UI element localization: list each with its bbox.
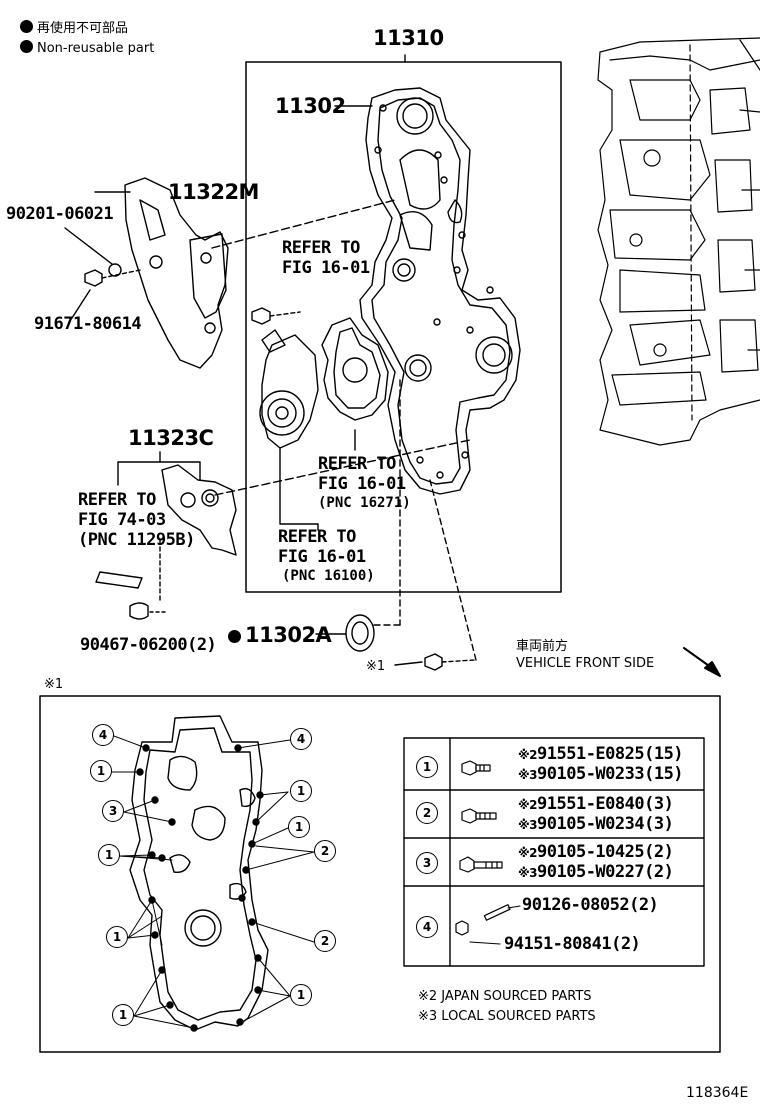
table-num-1: 1 bbox=[416, 756, 438, 778]
front-jp: 車両前方 bbox=[516, 639, 569, 654]
table-num-3: 3 bbox=[416, 852, 438, 874]
callout-1: 1 bbox=[112, 1004, 134, 1026]
callout-1: 1 bbox=[290, 780, 312, 802]
refer-2-a: REFER TO bbox=[318, 454, 396, 474]
table-row-4-line-1: 90126-08052(2) bbox=[522, 895, 659, 915]
vehicle-front-arrow bbox=[683, 647, 721, 677]
timing-cover bbox=[359, 87, 521, 495]
legend-en: Non-reusable part bbox=[20, 40, 154, 55]
bolt-refer-1 bbox=[251, 307, 271, 325]
table-row-3-line-1: ※290105-10425(2) bbox=[518, 842, 674, 862]
callout-2: 2 bbox=[314, 840, 336, 862]
table-row-2-line-1: ※291551-E0840(3) bbox=[518, 794, 674, 814]
cover-11322m bbox=[124, 177, 229, 369]
part-11323c: 11323C bbox=[128, 426, 214, 450]
plug-90467 bbox=[129, 602, 149, 620]
callout-1: 1 bbox=[290, 984, 312, 1006]
callout-1: 1 bbox=[90, 760, 112, 782]
figure-id: 118364E bbox=[686, 1085, 749, 1101]
bolt-icons bbox=[455, 760, 511, 936]
part-11302: 11302 bbox=[275, 94, 346, 118]
callout-1: 1 bbox=[106, 926, 128, 948]
table-row-2-line-2: ※390105-W0234(3) bbox=[518, 814, 674, 834]
ref-mark-1: ※1 bbox=[366, 659, 386, 674]
callout-2: 2 bbox=[314, 930, 336, 952]
washer-90201 bbox=[108, 263, 122, 277]
part-11310: 11310 bbox=[373, 26, 444, 50]
assembly-frame bbox=[245, 61, 562, 593]
nonreusable-dot-icon bbox=[20, 20, 33, 33]
front-en: VEHICLE FRONT SIDE bbox=[516, 656, 655, 671]
refer-2-b: FIG 16-01 bbox=[318, 474, 406, 494]
oil-seal-11302a bbox=[345, 614, 375, 652]
cover-11323c bbox=[161, 464, 237, 556]
part-90201: 90201-06021 bbox=[6, 204, 114, 224]
callout-3: 3 bbox=[102, 800, 124, 822]
bolt-table bbox=[403, 737, 705, 967]
bolt-ref-1 bbox=[424, 653, 443, 671]
callout-4: 4 bbox=[290, 728, 312, 750]
part-91671: 91671-80614 bbox=[34, 314, 142, 334]
refer-3-a: REFER TO bbox=[278, 527, 356, 547]
detail-frame bbox=[39, 695, 721, 1053]
bolt-91671 bbox=[84, 269, 103, 287]
table-row-1-line-2: ※390105-W0233(15) bbox=[518, 764, 684, 784]
note-japan: ※2 JAPAN SOURCED PARTS bbox=[418, 989, 592, 1004]
refer-1-b: FIG 16-01 bbox=[282, 258, 370, 278]
water-pump-parts bbox=[259, 317, 389, 449]
table-row-4-line-2: 94151-80841(2) bbox=[504, 934, 641, 954]
detail-leaders bbox=[111, 735, 315, 1029]
callout-4: 4 bbox=[92, 724, 114, 746]
table-row-3-line-2: ※390105-W0227(2) bbox=[518, 862, 674, 882]
part-90467: 90467-06200(2) bbox=[80, 635, 217, 655]
part-11322m: 11322M bbox=[168, 180, 259, 204]
nonreusable-dot-icon bbox=[20, 40, 33, 53]
refer-4-b: FIG 74-03 bbox=[78, 510, 166, 530]
note-local: ※3 LOCAL SOURCED PARTS bbox=[418, 1009, 596, 1024]
table-row-1-line-1: ※291551-E0825(15) bbox=[518, 744, 684, 764]
callout-1: 1 bbox=[98, 844, 120, 866]
legend-jp: 再使用不可部品 bbox=[20, 20, 128, 35]
decal bbox=[95, 571, 143, 589]
refer-4-c: (PNC 11295B) bbox=[78, 530, 195, 550]
refer-1-a: REFER TO bbox=[282, 238, 360, 258]
refer-3-c: (PNC 16100) bbox=[282, 568, 375, 584]
nonreusable-dot-icon bbox=[228, 630, 241, 643]
refer-3-b: FIG 16-01 bbox=[278, 547, 366, 567]
table-num-4: 4 bbox=[416, 916, 438, 938]
detail-mark: ※1 bbox=[44, 677, 64, 692]
refer-4-a: REFER TO bbox=[78, 490, 156, 510]
detail-cover-outline bbox=[129, 715, 269, 1032]
engine-block bbox=[597, 37, 760, 446]
callout-1: 1 bbox=[288, 816, 310, 838]
part-11302a: 11302A bbox=[228, 625, 332, 646]
refer-2-c: (PNC 16271) bbox=[318, 495, 411, 511]
table-num-2: 2 bbox=[416, 802, 438, 824]
